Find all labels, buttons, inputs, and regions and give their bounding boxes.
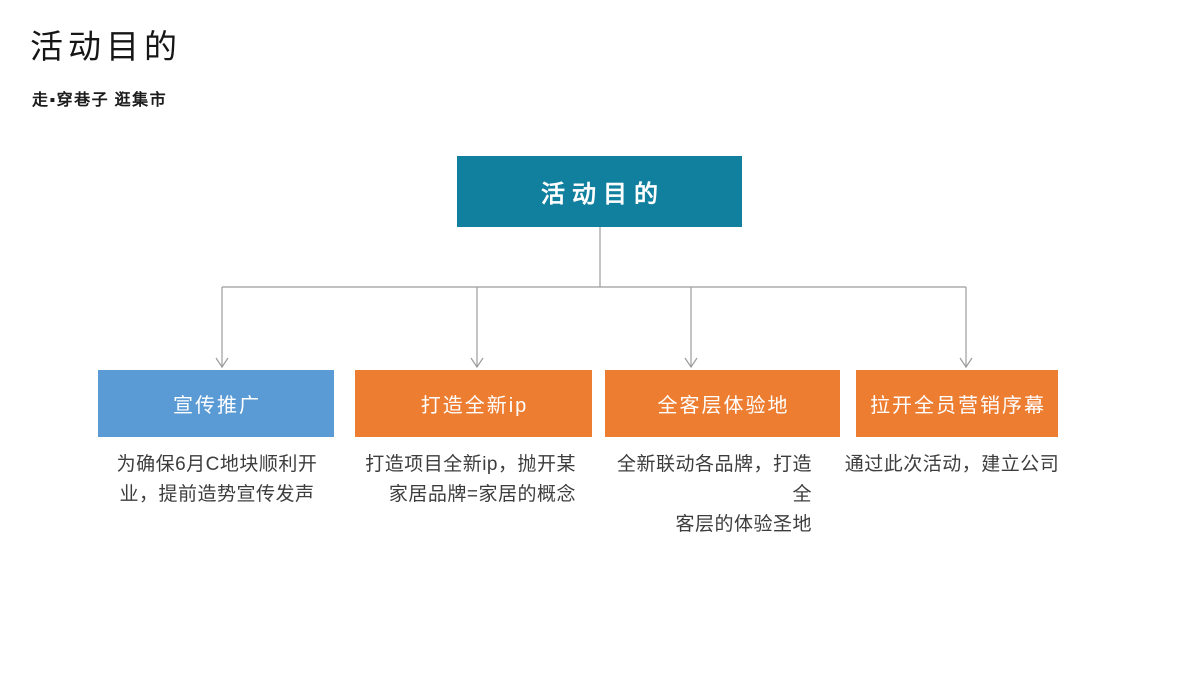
- connector-group: [215, 227, 973, 369]
- node-label: 打造全新ip: [420, 395, 529, 417]
- node-description-new-ip: 打造项目全新ip，抛开某 家居品牌=家居的概念: [365, 454, 576, 505]
- node-promotion: 宣传推广: [98, 370, 334, 437]
- arrow-down-icon: [959, 357, 973, 369]
- root-node-label: 活动目的: [541, 181, 665, 208]
- root-node: 活动目的: [457, 156, 742, 227]
- node-marketing: 拉开全员营销序幕: [856, 370, 1058, 437]
- page-subtitle: 走▪穿巷子 逛集市: [32, 92, 168, 109]
- page-title: 活动目的: [30, 30, 182, 66]
- arrow-down-icon: [684, 357, 698, 369]
- node-label: 宣传推广: [173, 395, 261, 417]
- arrow-down-icon: [470, 357, 484, 369]
- node-description-promotion: 为确保6月C地块顺利开 业，提前造势宣传发声: [116, 454, 318, 505]
- node-experience: 全客层体验地: [605, 370, 840, 437]
- node-new-ip: 打造全新ip: [355, 370, 592, 437]
- node-label: 全客层体验地: [657, 395, 790, 417]
- arrow-down-icon: [215, 357, 229, 369]
- node-label: 拉开全员营销序幕: [870, 395, 1046, 417]
- node-description-marketing: 通过此次活动，建立公司: [844, 454, 1060, 475]
- node-description-experience: 全新联动各品牌，打造全 客层的体验圣地: [616, 454, 812, 535]
